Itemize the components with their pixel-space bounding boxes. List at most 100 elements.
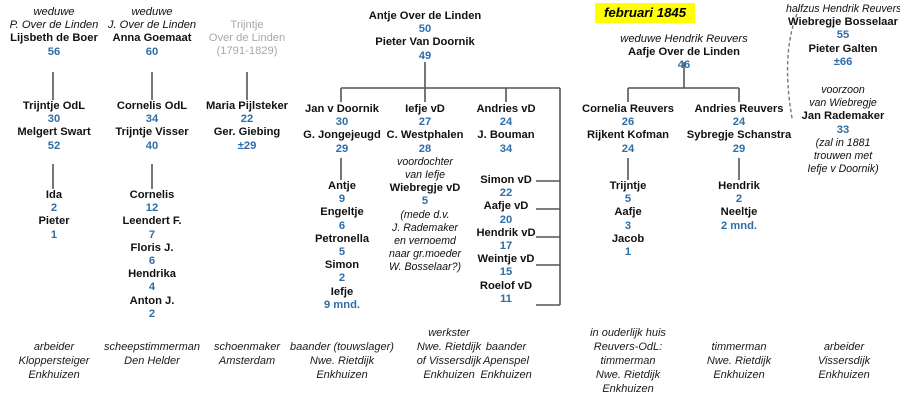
note-line: voorzoon [821, 84, 865, 96]
person-age: 34 [499, 142, 513, 155]
occupation-line: timmerman [600, 355, 656, 367]
occupation-line: Enkhuizen [480, 369, 532, 381]
couple-cornelis-trijntje: Cornelis OdL 34 Trijntje Visser 40 [98, 100, 206, 153]
person-name: Jan v Doornik [305, 103, 379, 115]
person-name: Pieter Galten [808, 42, 878, 55]
person-name: Antje [328, 180, 356, 192]
person-name: Neeltje [720, 206, 758, 219]
occupation-line: of Vissersdijk [416, 355, 482, 367]
note-line: voordochter [397, 155, 453, 168]
person-name: Jan Rademaker [801, 110, 885, 123]
person-name: C. Westphalen [386, 129, 464, 142]
person-age: 3 [624, 219, 632, 232]
occupation-line: arbeider [33, 341, 75, 353]
group-aafje-over-de-linden: weduwe Hendrik Reuvers Aafje Over de Lin… [594, 33, 774, 73]
column-anna-goemaat: weduwe J. Over de Linden Anna Goemaat 60 [98, 6, 206, 59]
person-age: 46 [677, 59, 691, 72]
occupation-line: werkster [428, 327, 470, 339]
person-age: 1 [624, 246, 632, 259]
person-age: 24 [499, 116, 513, 129]
person-name: G. Jongejeugd [303, 129, 381, 142]
children-cornelia-branch: Trijntje 5 Aafje 3 Jacob 1 [574, 180, 682, 259]
top-couple-antje-pieter: Antje Over de Linden 50 Pieter Van Doorn… [330, 10, 520, 63]
person-age: 34 [145, 113, 159, 126]
person-age: 11 [500, 292, 512, 305]
column-trijntje-over-de-linden: Trijntje Over de Linden (1791-1829) [193, 19, 301, 59]
occupation-pijlsteker: schoenmaker Amsterdam [193, 340, 301, 368]
occupation-andries-vd: baander Apenspel Enkhuizen [455, 340, 557, 382]
children-andries-reuvers-branch: Hendrik 2 Neeltje 2 mnd. [685, 180, 793, 233]
occupation-line: Enkhuizen [28, 369, 80, 381]
person-name: Anna Goemaat [112, 32, 192, 45]
person-age: 9 [338, 193, 346, 206]
note-line: Iefje v Doornik) [807, 163, 879, 176]
occupation-jan-v-doornik: baander (touwslager) Nwe. Rietdijk Enkhu… [285, 340, 399, 382]
note-line: J. Rademaker [392, 221, 458, 234]
occupation-line: schoenmaker [213, 341, 281, 353]
person-name: Petronella [314, 232, 370, 245]
occupation-line: timmerman [711, 341, 767, 353]
person-name: Cornelis OdL [116, 100, 188, 112]
note-line: (zal in 1881 [815, 136, 871, 149]
person-name-line1: Trijntje [230, 19, 264, 31]
occupation-line: Enkhuizen [818, 369, 870, 381]
relation-label: weduwe [33, 6, 75, 18]
person-name: Trijntje Visser [115, 126, 189, 139]
occupation-line: Enkhuizen [602, 383, 654, 395]
relation-label: halfzus Hendrik Reuvers [786, 3, 900, 15]
person-name: Andries vD [476, 103, 536, 115]
column-andries-vd: Andries vD 24 J. Bouman 34 [455, 103, 557, 156]
relation-label: weduwe Hendrik Reuvers [620, 33, 748, 45]
occupation-line: Nwe. Rietdijk [416, 341, 482, 353]
person-name: Simon vD [480, 174, 532, 186]
person-age: 22 [499, 187, 513, 200]
person-age: 7 [148, 228, 156, 241]
occupation-andries-reuvers: timmerman Nwe. Rietdijk Enkhuizen [685, 340, 793, 382]
person-age: 4 [148, 281, 156, 294]
spouse-label: J. Over de Linden [107, 19, 197, 32]
person-name: Aafje vD [483, 200, 529, 213]
children-jan-branch: Antje 9 Engeltje 6 Petronella 5 Simon 2 … [288, 180, 396, 312]
person-name: Ger. Giebing [213, 126, 281, 139]
person-age: 15 [499, 266, 513, 279]
occupation-wiebregje: arbeider Vissersdijk Enkhuizen [790, 340, 898, 382]
person-age: 33 [836, 123, 850, 136]
occupation-line: baander [485, 341, 527, 353]
person-age: 26 [621, 116, 635, 129]
spouse-label: P. Over de Linden [9, 19, 99, 32]
occupation-line: scheepstimmerman [104, 341, 200, 353]
occupation-line: Kloppersteiger [18, 355, 90, 367]
person-name: Andries Reuvers [694, 103, 784, 115]
person-name: Hendrik vD [476, 226, 536, 239]
person-age: 24 [732, 116, 746, 129]
person-age: 5 [624, 193, 632, 206]
occupation-line: Nwe. Rietdijk [706, 355, 772, 367]
column-jan-v-doornik: Jan v Doornik 30 G. Jongejeugd 29 [288, 103, 396, 156]
date-badge: februari 1845 [595, 3, 696, 23]
occupation-line: Enkhuizen [423, 369, 475, 381]
person-name: Pieter [38, 215, 70, 228]
occupation-line: Amsterdam [218, 355, 276, 367]
person-age: 20 [499, 213, 513, 226]
children-goemaat-branch: Cornelis 12 Leendert F. 7 Floris J. 6 He… [98, 189, 206, 321]
person-age: 2 [148, 307, 156, 320]
person-age: 30 [335, 116, 349, 129]
occupation-line: in ouderlijk huis [590, 327, 666, 339]
person-name: Aafje Over de Linden [628, 46, 740, 59]
person-age: 50 [418, 23, 432, 36]
person-name: Wiebregje vD [389, 182, 461, 195]
person-name: Sybregje Schanstra [686, 129, 792, 142]
occupation-cornelia-reuvers: in ouderlijk huis Reuvers-OdL: timmerman… [574, 326, 682, 396]
person-name: Roelof vD [479, 279, 533, 292]
person-name: Engeltje [320, 206, 364, 219]
occupation-iefje-vd: werkster Nwe. Rietdijk of Vissersdijk En… [398, 326, 500, 382]
person-name: Anton J. [129, 294, 175, 307]
group-jan-rademaker: voorzoon van Wiebregje Jan Rademaker 33 … [786, 84, 900, 176]
column-lijsbeth-de-boer: weduwe P. Over de Linden Lijsbeth de Boe… [0, 6, 108, 59]
person-name: Pieter Van Doornik [375, 36, 475, 49]
note-line: trouwen met [813, 150, 873, 163]
person-age: 1 [50, 228, 58, 241]
person-age: 29 [335, 142, 349, 155]
person-name: Aafje [614, 206, 642, 219]
couple-maria-gerrit: Maria Pijlsteker 22 Ger. Giebing ±29 [193, 100, 301, 153]
